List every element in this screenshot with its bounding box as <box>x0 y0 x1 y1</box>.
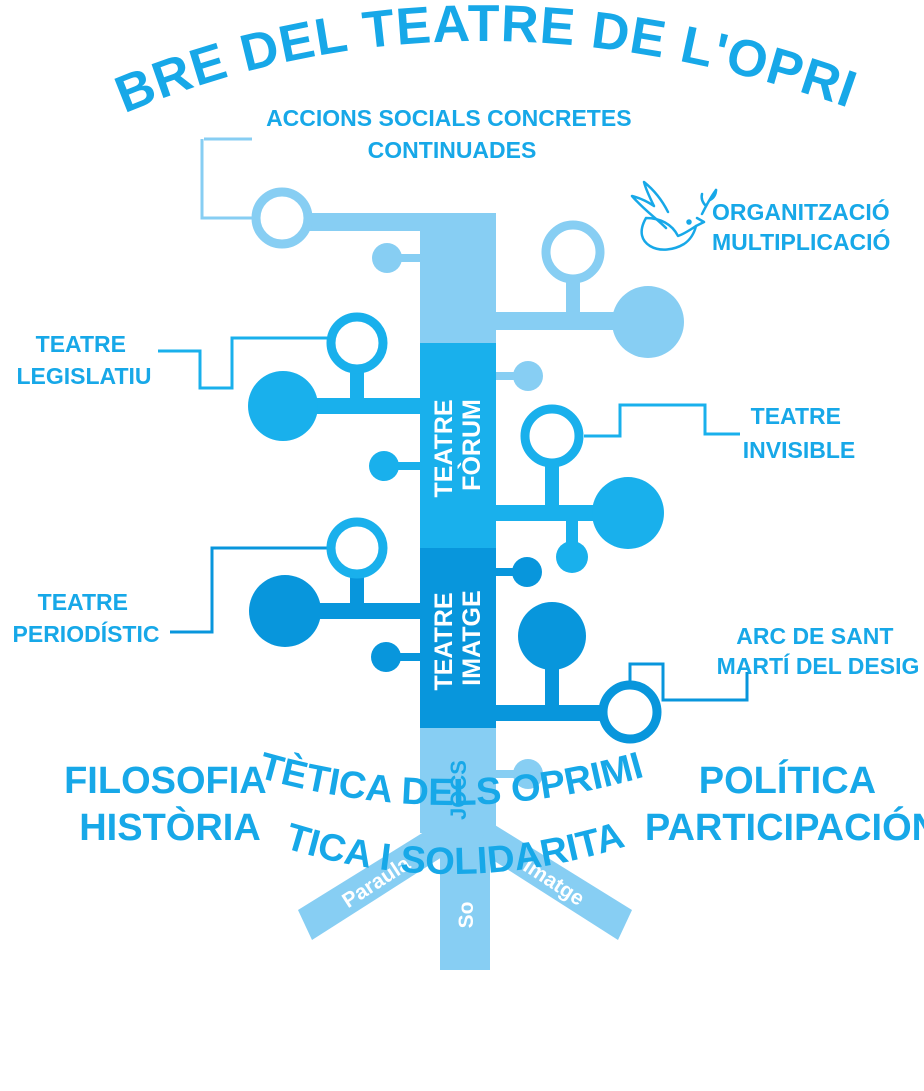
trunk-jocs <box>420 728 496 833</box>
label-filosofia: FILOSOFIA HISTÒRIA <box>64 760 276 849</box>
connector-periodistic <box>170 546 327 634</box>
twig-jocs <box>496 770 516 778</box>
svg-text:TEATRE IMATGE: TEATRE IMATGE <box>430 585 486 690</box>
trunk <box>420 213 496 833</box>
twig-imatge-right <box>496 568 514 576</box>
trunk-forum <box>420 343 496 548</box>
branches-forum <box>248 312 664 573</box>
label-invisible: TEATRE INVISIBLE <box>743 403 855 463</box>
node-forum-left-ring <box>326 312 388 374</box>
label-politica: POLÍTICA PARTICIPACIÓN <box>645 758 924 849</box>
branch-forum-right-stem <box>545 460 559 507</box>
branch-imatge-right <box>496 705 606 721</box>
connector-lines <box>158 137 749 702</box>
connector-invisible <box>584 403 740 438</box>
twig-imatge-left <box>398 653 420 661</box>
label-periodistic: TEATRE PERIODÍSTIC <box>13 589 160 647</box>
branch-top-right <box>496 312 626 330</box>
node-forum-left-disc <box>248 371 318 441</box>
node-top-small <box>372 243 402 273</box>
branch-forum-right-drop <box>566 518 578 546</box>
node-forum-right-drop <box>556 541 588 573</box>
node-top-left-ring <box>251 187 313 249</box>
node-jocs-small <box>513 759 543 789</box>
trunk-imatge <box>420 548 496 728</box>
connector-legislatiu <box>158 336 327 390</box>
label-accions: ACCIONS SOCIALS CONCRETES CONTINUADES <box>266 105 638 163</box>
roots <box>298 820 632 970</box>
svg-text:So: So <box>455 902 478 929</box>
branches-top <box>251 187 684 358</box>
svg-text:JOCS: JOCS <box>446 760 471 820</box>
node-top-right-disc <box>612 286 684 358</box>
branches-imatge <box>249 517 662 744</box>
node-top-right-ring <box>541 220 605 284</box>
node-imatge-left-ring <box>326 517 388 579</box>
label-organitzacio: ORGANITZACIÓ MULTIPLICACIÓ <box>712 198 896 255</box>
node-imatge-right-disc <box>518 602 586 670</box>
node-imatge-right-ring <box>598 680 662 744</box>
branch-top-left <box>300 213 420 231</box>
node-imatge-right-small <box>512 557 542 587</box>
node-forum-right-ring <box>520 404 584 468</box>
dove-icon <box>630 180 718 251</box>
branch-forum-left <box>300 398 420 414</box>
branch-imatge-left <box>300 603 420 619</box>
connector-arc <box>628 662 749 702</box>
twig-top-small <box>398 254 420 262</box>
trunk-upper <box>420 213 496 343</box>
trunk-label-imatge: TEATRE IMATGE <box>430 585 486 690</box>
svg-text:TEATRE FÒRUM: TEATRE FÒRUM <box>430 392 486 497</box>
label-arc: ARC DE SANT MARTÍ DEL DESIG <box>717 623 920 679</box>
trunk-label-jocs: JOCS <box>446 760 471 820</box>
node-forum-left-small <box>369 451 399 481</box>
connector-accions-drop <box>200 139 254 220</box>
label-legislatiu: TEATRE LEGISLATIU <box>16 331 151 389</box>
node-forum-right-disc <box>592 477 664 549</box>
node-imatge-left-disc <box>249 575 321 647</box>
twig-forum-left <box>398 462 420 470</box>
twig-forum-right <box>496 372 516 380</box>
trunk-label-forum: TEATRE FÒRUM <box>430 392 486 497</box>
root-label-center: So <box>455 902 478 929</box>
node-imatge-left-small <box>371 642 401 672</box>
node-forum-right-small <box>513 361 543 391</box>
root-right-bar <box>477 822 632 940</box>
root-left-bar <box>298 822 453 940</box>
